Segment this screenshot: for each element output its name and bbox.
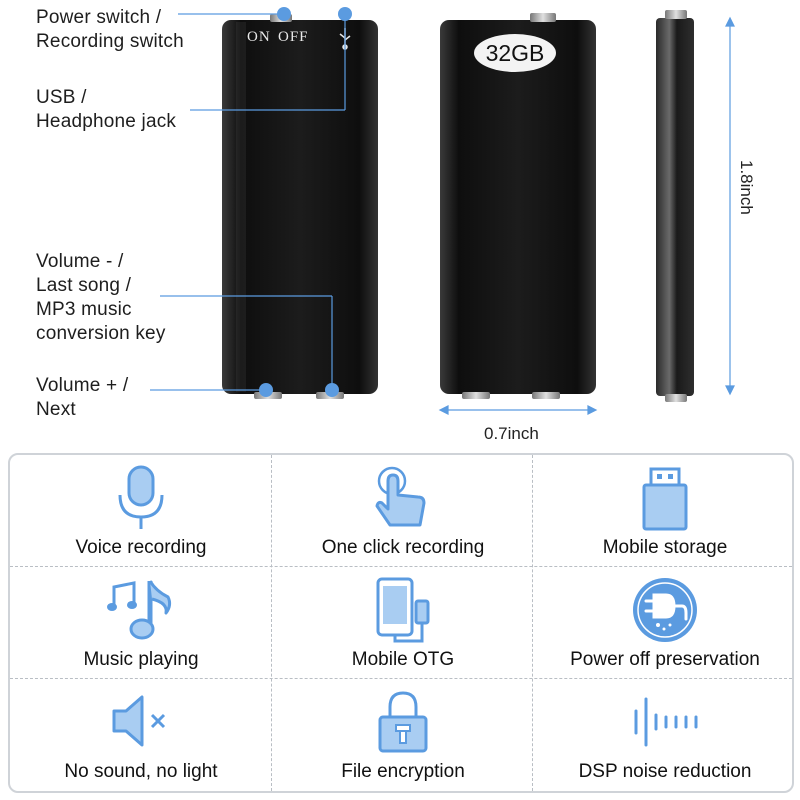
callout-line: Recording switch bbox=[36, 31, 184, 52]
recorder-back bbox=[440, 20, 596, 394]
feature-label: Mobile OTG bbox=[351, 649, 455, 670]
feature-file-encryption: File encryption bbox=[272, 679, 534, 791]
recorder-front bbox=[222, 20, 378, 394]
usb-drive-icon bbox=[642, 467, 688, 531]
power-switch-callout: Power switch / Recording switch bbox=[36, 6, 184, 54]
feature-mobile-otg: Mobile OTG bbox=[272, 567, 534, 679]
volume-minus-callout: Volume - / Last song / MP3 music convers… bbox=[36, 250, 166, 346]
callout-line: MP3 music bbox=[36, 299, 132, 320]
callout-line: Power switch / bbox=[36, 7, 162, 28]
feature-label: No sound, no light bbox=[64, 761, 218, 782]
feature-power-off-preservation: Power off preservation bbox=[534, 567, 796, 679]
power-plug-icon bbox=[633, 578, 697, 642]
callout-dot bbox=[259, 383, 273, 397]
sound-wave-icon bbox=[634, 697, 698, 747]
height-dimension: 1.8inch bbox=[737, 160, 756, 215]
capacity-badge: 32GB bbox=[474, 34, 556, 72]
dimension-arrows bbox=[438, 16, 735, 415]
feature-mobile-storage: Mobile storage bbox=[534, 455, 796, 567]
padlock-icon bbox=[378, 691, 428, 753]
device-illustration bbox=[150, 7, 735, 415]
hand-tap-icon bbox=[375, 466, 426, 527]
callout-line: Headphone jack bbox=[36, 111, 177, 132]
usb-callout: USB / Headphone jack bbox=[36, 86, 176, 134]
recorder-side bbox=[656, 18, 694, 396]
switch-on-label: ON bbox=[247, 29, 271, 45]
feature-grid: Voice recording One click recording Mobi… bbox=[8, 453, 794, 793]
feature-label: Mobile storage bbox=[602, 537, 728, 558]
feature-label: Music playing bbox=[83, 649, 199, 670]
width-dimension: 0.7inch bbox=[484, 424, 539, 443]
feature-dsp-noise-reduction: DSP noise reduction bbox=[534, 679, 796, 791]
callout-line: Last song / bbox=[36, 275, 132, 296]
callout-dot bbox=[338, 7, 352, 21]
callout-dot bbox=[325, 383, 339, 397]
feature-music-playing: Music playing bbox=[10, 567, 272, 679]
microphone-icon bbox=[118, 465, 164, 529]
feature-label: One click recording bbox=[321, 537, 485, 558]
feature-label: File encryption bbox=[341, 761, 465, 782]
feature-one-click-recording: One click recording bbox=[272, 455, 534, 567]
callout-line: Next bbox=[36, 399, 76, 420]
callout-line: conversion key bbox=[36, 323, 166, 344]
mute-speaker-icon bbox=[112, 695, 166, 747]
music-note-icon bbox=[107, 580, 172, 640]
callout-line: USB / bbox=[36, 87, 87, 108]
product-diagram: Power switch / Recording switch USB / He… bbox=[36, 6, 756, 443]
phone-otg-icon bbox=[376, 577, 430, 643]
callout-line: Volume - / bbox=[36, 251, 124, 272]
feature-label: Power off preservation bbox=[570, 649, 760, 670]
callout-dot bbox=[277, 7, 291, 21]
feature-label: DSP noise reduction bbox=[578, 761, 752, 782]
switch-off-label: OFF bbox=[278, 29, 309, 45]
feature-no-sound-no-light: No sound, no light bbox=[10, 679, 272, 791]
feature-voice-recording: Voice recording bbox=[10, 455, 272, 567]
callout-line: Volume + / bbox=[36, 375, 129, 396]
volume-plus-callout: Volume + / Next bbox=[36, 374, 128, 422]
feature-label: Voice recording bbox=[75, 537, 207, 558]
